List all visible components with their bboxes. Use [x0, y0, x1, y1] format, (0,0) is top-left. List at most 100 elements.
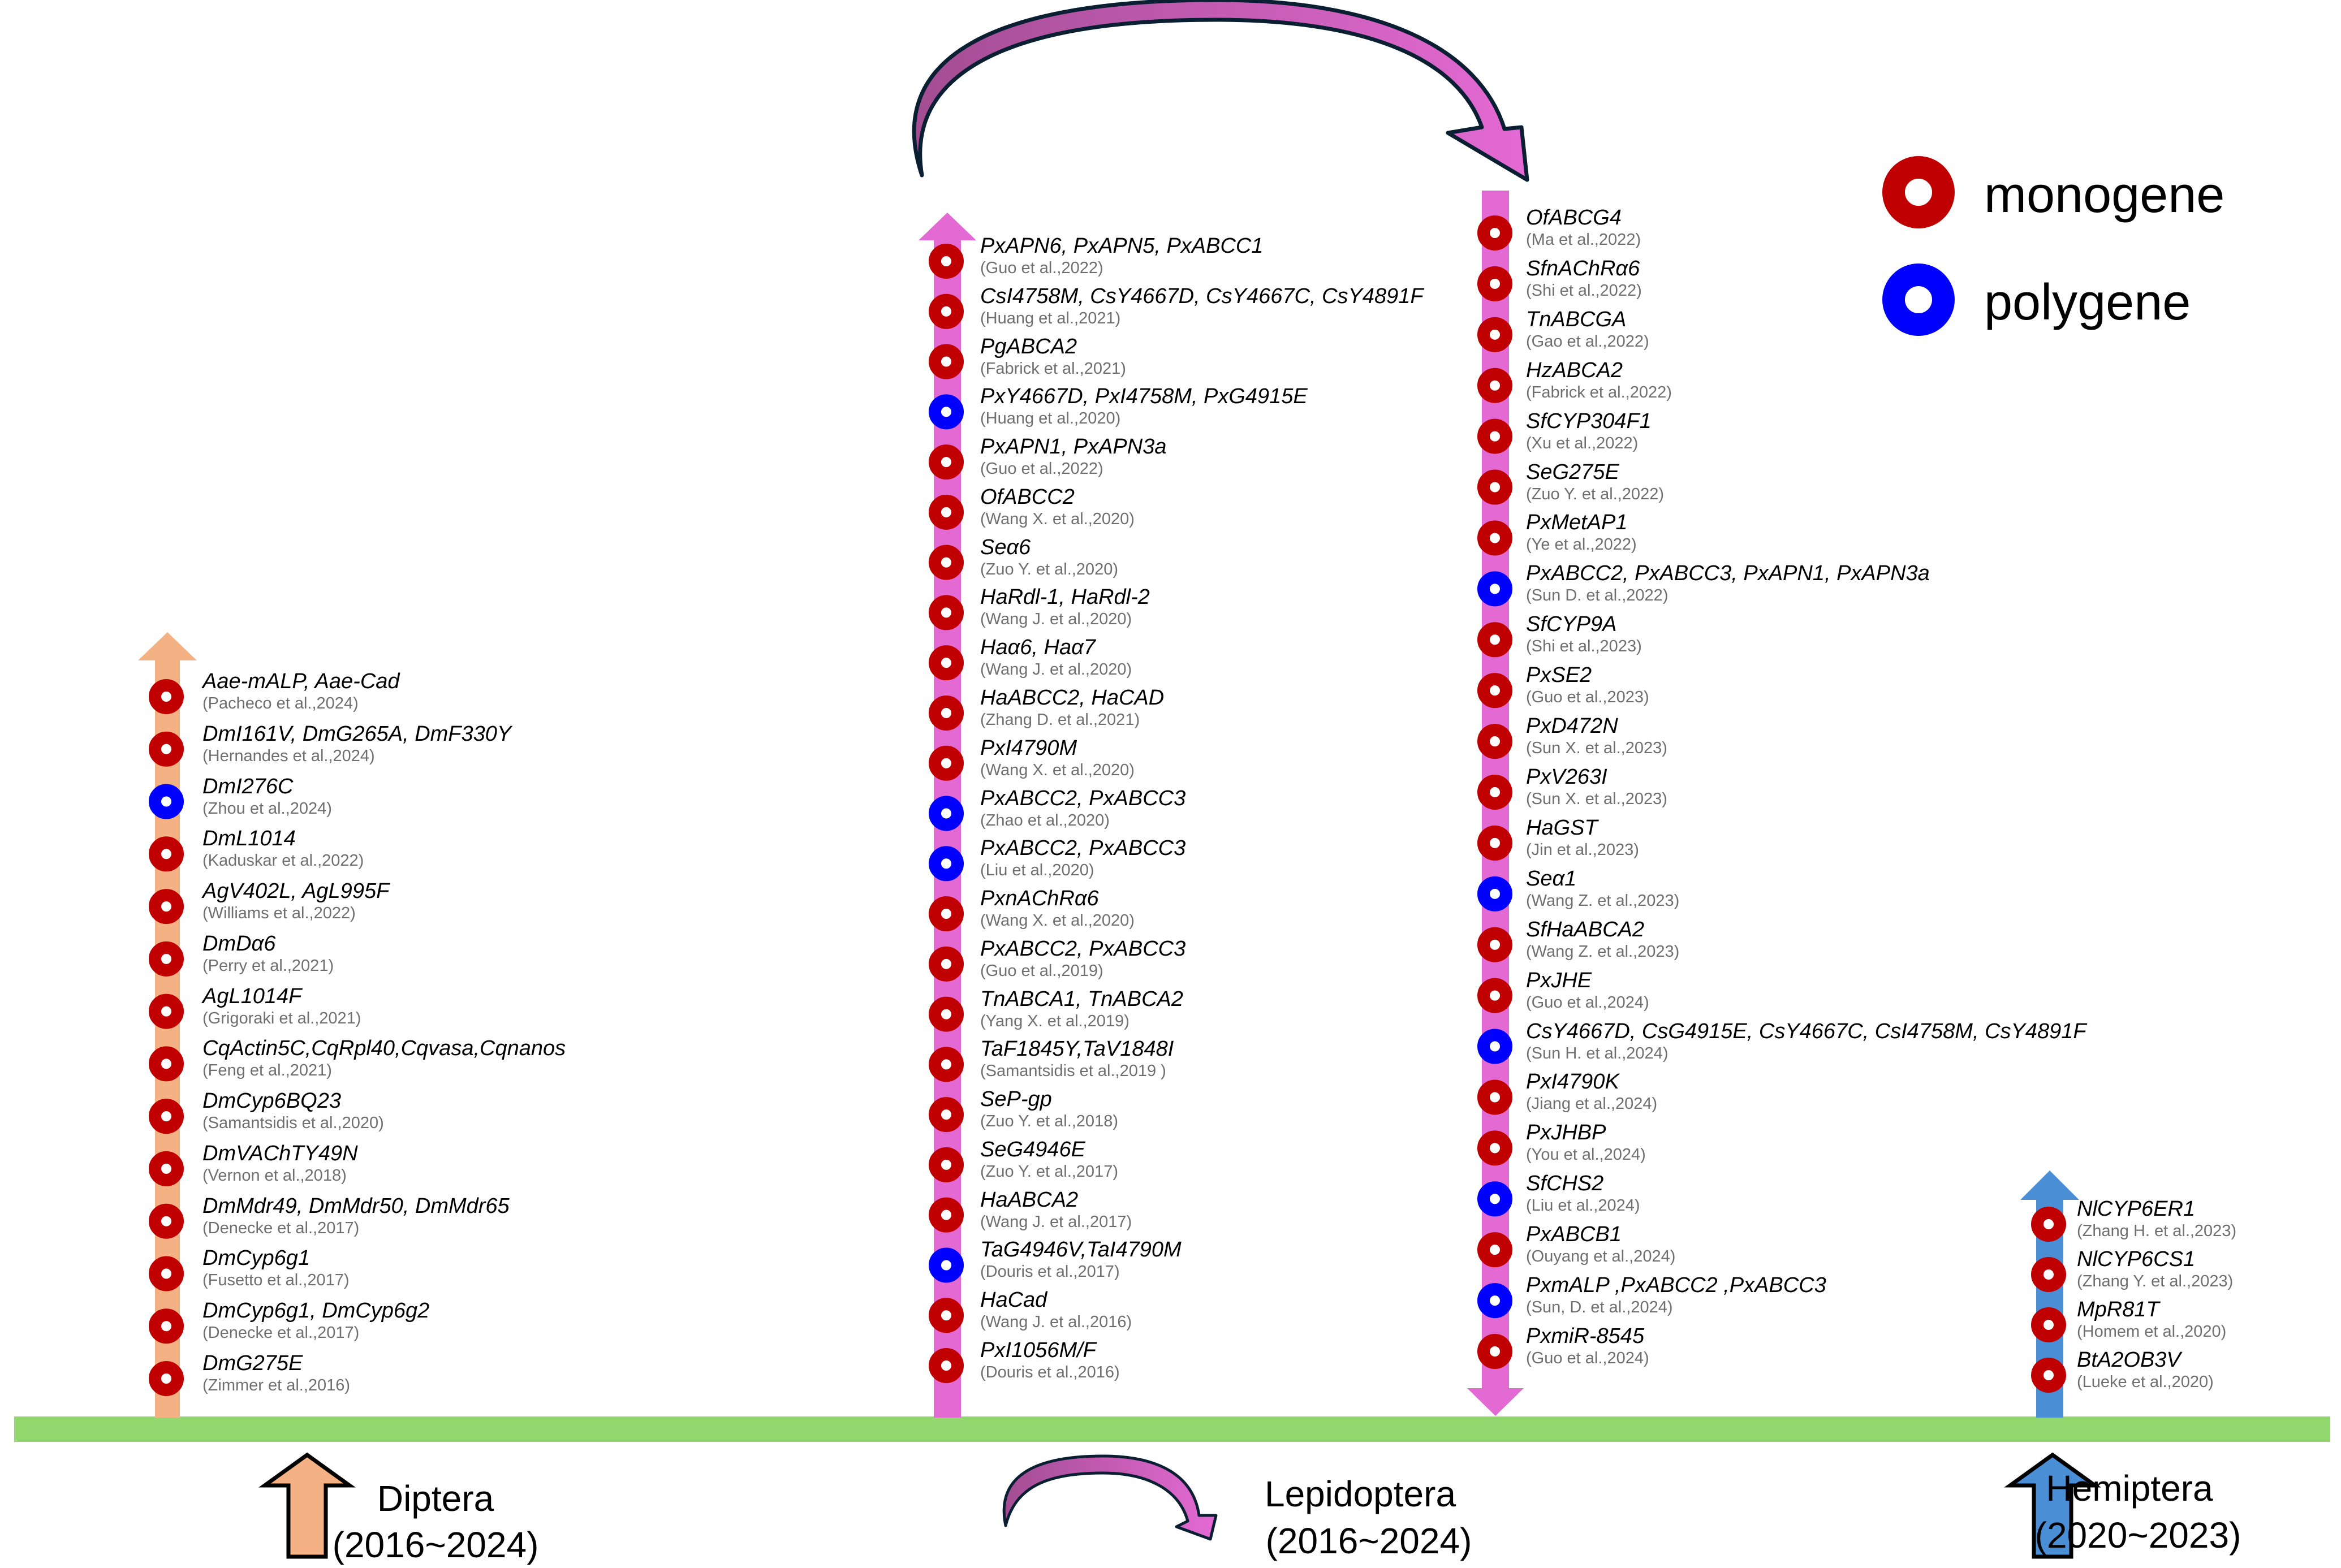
citation-label: (Samantsidis et al.,2020)	[202, 1114, 384, 1133]
gene-label: SfCYP9A	[1526, 612, 1617, 637]
gene-label: CqActin5C,CqRpl40,Cqvasa,Cqnanos	[202, 1036, 566, 1061]
entry-marker-monogene-icon	[929, 1047, 964, 1082]
entry-marker-monogene-icon	[1477, 215, 1512, 250]
gene-label: SfHaABCA2	[1526, 917, 1645, 941]
citation-label: (Zuo Y. et al.,2017)	[980, 1162, 1118, 1181]
citation-label: (Zhang D. et al.,2021)	[980, 710, 1140, 729]
entry-marker-monogene-icon	[149, 679, 184, 714]
gene-label: PxD472N	[1526, 714, 1618, 738]
citation-label: (Yang X. et al.,2019)	[980, 1012, 1129, 1030]
citation-label: (Sun, D. et al.,2024)	[1526, 1298, 1673, 1317]
entry-marker-monogene-icon	[149, 1046, 184, 1082]
entry-marker-monogene-icon	[1477, 927, 1512, 962]
gene-label: BtA2OB3V	[2077, 1348, 2181, 1372]
gene-label: PxI4790K	[1526, 1070, 1619, 1094]
citation-label: (Fusetto et al.,2017)	[202, 1271, 350, 1290]
entry-marker-monogene-icon	[929, 1298, 964, 1333]
entry-marker-monogene-icon	[2031, 1307, 2066, 1342]
gene-label: PxMetAP1	[1526, 511, 1628, 535]
entry-marker-monogene-icon	[149, 941, 184, 977]
gene-label: NlCYP6ER1	[2077, 1197, 2196, 1221]
entry-marker-monogene-icon	[1477, 724, 1512, 759]
order-range-diptera: (2016~2024)	[332, 1524, 539, 1565]
citation-label: (Zuo Y. et al.,2018)	[980, 1112, 1118, 1131]
entry-marker-monogene-icon	[149, 836, 184, 872]
legend-marker-polygene-icon	[1882, 264, 1955, 336]
citation-label: (Fabrick et al.,2022)	[1526, 383, 1672, 401]
gene-label: PxV263I	[1526, 765, 1607, 789]
entry-marker-monogene-icon	[2031, 1207, 2066, 1242]
citation-label: (Shi et al.,2022)	[1526, 281, 1642, 300]
gene-label: PxABCC2, PxABCC3	[980, 786, 1186, 810]
entry-marker-polygene-icon	[149, 784, 184, 819]
citation-label: (Liu et al.,2020)	[980, 861, 1094, 880]
lepidoptera-arrow-head-2	[1467, 1388, 1524, 1416]
entry-marker-monogene-icon	[929, 444, 964, 480]
gene-label: HaRdl-1, HaRdl-2	[980, 585, 1150, 610]
hemiptera-order-arrow-icon	[2004, 1452, 2101, 1559]
gene-label: PxABCB1	[1526, 1223, 1622, 1247]
citation-label: (Wang J. et al.,2017)	[980, 1212, 1132, 1231]
citation-label: (Sun H. et al.,2024)	[1526, 1044, 1669, 1062]
entry-marker-monogene-icon	[149, 889, 184, 925]
gene-label: Seα1	[1526, 866, 1577, 891]
gene-label: AgL1014F	[202, 984, 302, 1008]
gene-label: TaG4946V,TaI4790M	[980, 1238, 1182, 1262]
order-name-hemiptera: Hemiptera	[2046, 1468, 2213, 1509]
gene-label: CsY4667D, CsG4915E, CsY4667C, CsI4758M, …	[1526, 1019, 2086, 1043]
diptera-order-arrow-icon	[258, 1452, 356, 1559]
entry-marker-monogene-icon	[1477, 1079, 1512, 1115]
citation-label: (Sun X. et al.,2023)	[1526, 739, 1667, 758]
citation-label: (Sun D. et al.,2022)	[1526, 586, 1669, 605]
citation-label: (Zhang Y. et al.,2023)	[2077, 1272, 2234, 1290]
entry-marker-monogene-icon	[1477, 1130, 1512, 1166]
entry-marker-monogene-icon	[1477, 775, 1512, 810]
gene-label: AgV402L, AgL995F	[202, 879, 390, 904]
entry-marker-monogene-icon	[1477, 978, 1512, 1013]
entry-marker-monogene-icon	[929, 1097, 964, 1133]
citation-label: (Huang et al.,2020)	[980, 409, 1121, 428]
gene-label: HaABCC2, HaCAD	[980, 685, 1165, 710]
lepidoptera-order-curved-arrow-icon	[1002, 1454, 1218, 1541]
citation-label: (Liu et al.,2024)	[1526, 1196, 1640, 1215]
entry-marker-monogene-icon	[929, 1147, 964, 1182]
entry-marker-monogene-icon	[1477, 418, 1512, 454]
citation-label: (Wang X. et al.,2020)	[980, 509, 1135, 528]
entry-marker-monogene-icon	[929, 695, 964, 731]
entry-marker-polygene-icon	[929, 796, 964, 831]
citation-label: (Zuo Y. et al.,2020)	[980, 560, 1118, 578]
entry-marker-polygene-icon	[929, 394, 964, 430]
gene-label: MpR81T	[2077, 1298, 2159, 1321]
citation-label: (Samantsidis et al.,2019 )	[980, 1062, 1166, 1081]
gene-label: DmMdr49, DmMdr50, DmMdr65	[202, 1194, 510, 1218]
entry-marker-polygene-icon	[1477, 876, 1512, 912]
order-name-lepidoptera: Lepidoptera	[1264, 1474, 1456, 1514]
citation-label: (Xu et al.,2022)	[1526, 434, 1639, 452]
entry-marker-monogene-icon	[1477, 622, 1512, 658]
gene-label: PxJHBP	[1526, 1121, 1606, 1145]
citation-label: (Denecke et al.,2017)	[202, 1324, 360, 1342]
citation-label: (Wang X. et al.,2020)	[980, 761, 1135, 779]
gene-label: CsI4758M, CsY4667D, CsY4667C, CsY4891F	[980, 284, 1424, 308]
gene-label: PxmALP ,PxABCC2 ,PxABCC3	[1526, 1273, 1826, 1298]
gene-label: OfABCG4	[1526, 206, 1622, 230]
gene-label: PxI4790M	[980, 736, 1077, 760]
gene-label: Haα6, Haα7	[980, 636, 1096, 660]
legend-marker-monogene-icon	[1882, 156, 1955, 228]
gene-label: TaF1845Y,TaV1848I	[980, 1037, 1174, 1061]
gene-label: DmCyp6g1	[202, 1246, 311, 1271]
entry-marker-monogene-icon	[2031, 1358, 2066, 1393]
citation-label: (Guo et al.,2023)	[1526, 688, 1649, 707]
entry-marker-polygene-icon	[1477, 571, 1512, 607]
hemiptera-arrow-head	[2020, 1170, 2079, 1200]
gene-label: PxmiR-8545	[1526, 1324, 1645, 1348]
gene-label: PxI1056M/F	[980, 1338, 1096, 1362]
gene-label: PxABCC2, PxABCC3	[980, 836, 1186, 861]
citation-label: (Jiang et al.,2024)	[1526, 1095, 1658, 1113]
entry-marker-monogene-icon	[929, 745, 964, 781]
entry-marker-polygene-icon	[929, 846, 964, 882]
entry-marker-monogene-icon	[929, 494, 964, 530]
citation-label: (Douris et al.,2017)	[980, 1263, 1120, 1281]
diptera-arrow-head	[138, 632, 197, 660]
entry-marker-monogene-icon	[1477, 266, 1512, 301]
